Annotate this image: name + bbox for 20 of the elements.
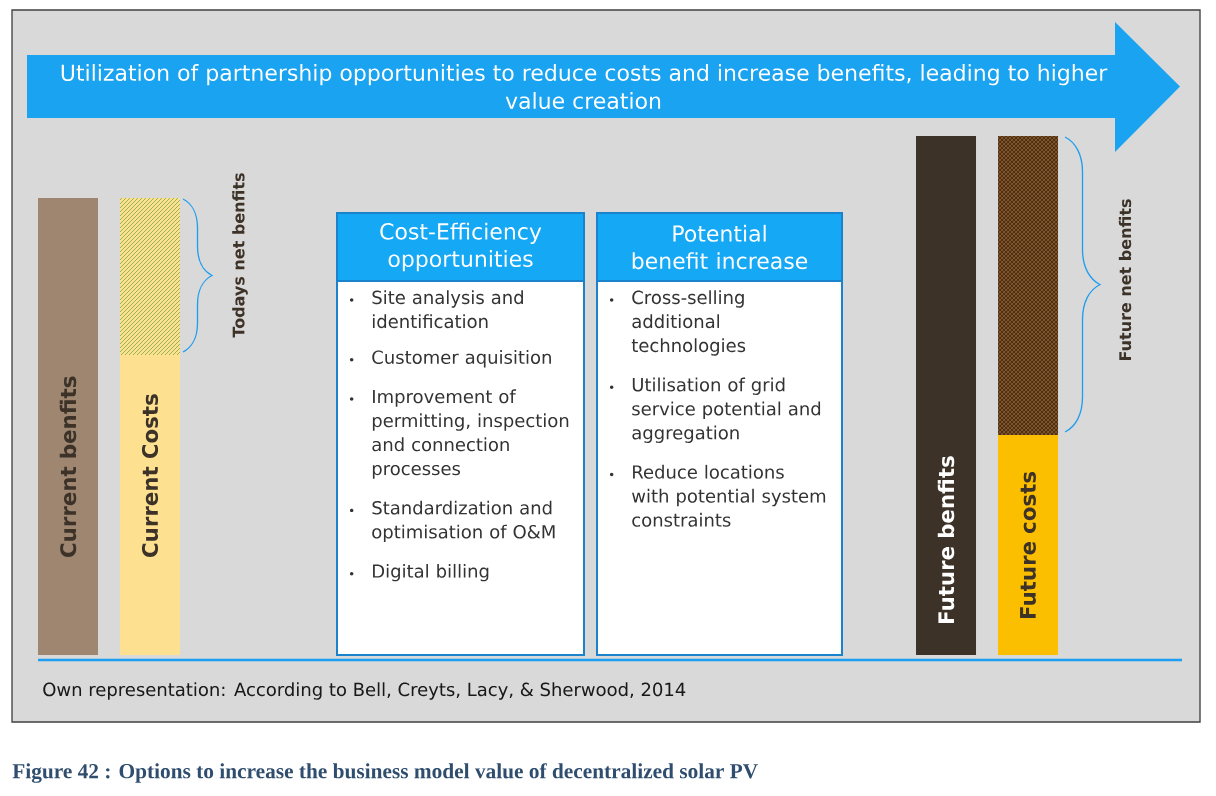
- bar: Current Costs: [120, 355, 180, 655]
- bullet-item: Cross-selling additional technologies: [631, 290, 746, 356]
- bullet-item: Customer aquisition: [372, 350, 551, 368]
- source-note: Own representation: According to Bell, Creyts, Lacy, & Sherwood, 2014: [43, 682, 686, 700]
- bar: Future benfits: [916, 136, 976, 655]
- box-heading: Potential benefit increase: [632, 224, 808, 270]
- node-label: Current Costs: [141, 394, 159, 557]
- hatched-bar: [120, 198, 180, 355]
- bar: Future costs: [998, 435, 1058, 655]
- box-heading: Cost-Efficiency opportunities: [380, 222, 542, 272]
- bullet-item: Standardization and optimisation of O&M: [372, 500, 555, 543]
- bullet-item: Site analysis and identification: [372, 290, 523, 329]
- bullet-item: Reduce locations with potential system constraints: [632, 464, 826, 527]
- bullet-item: Utilisation of grid service potential and aggregation: [632, 377, 821, 443]
- bullet-item: Digital billing: [373, 563, 489, 582]
- bar-caption: Todays net benfits: [232, 173, 248, 338]
- bar: Current benfits: [38, 198, 98, 655]
- figure-caption: Figure 42 : Options to increase the business model value of decentralized solar PV: [12, 763, 758, 783]
- bullet-item: Improvement of permitting, inspection and connection processes: [372, 389, 569, 479]
- bar-caption: Future net benfits: [1118, 199, 1132, 361]
